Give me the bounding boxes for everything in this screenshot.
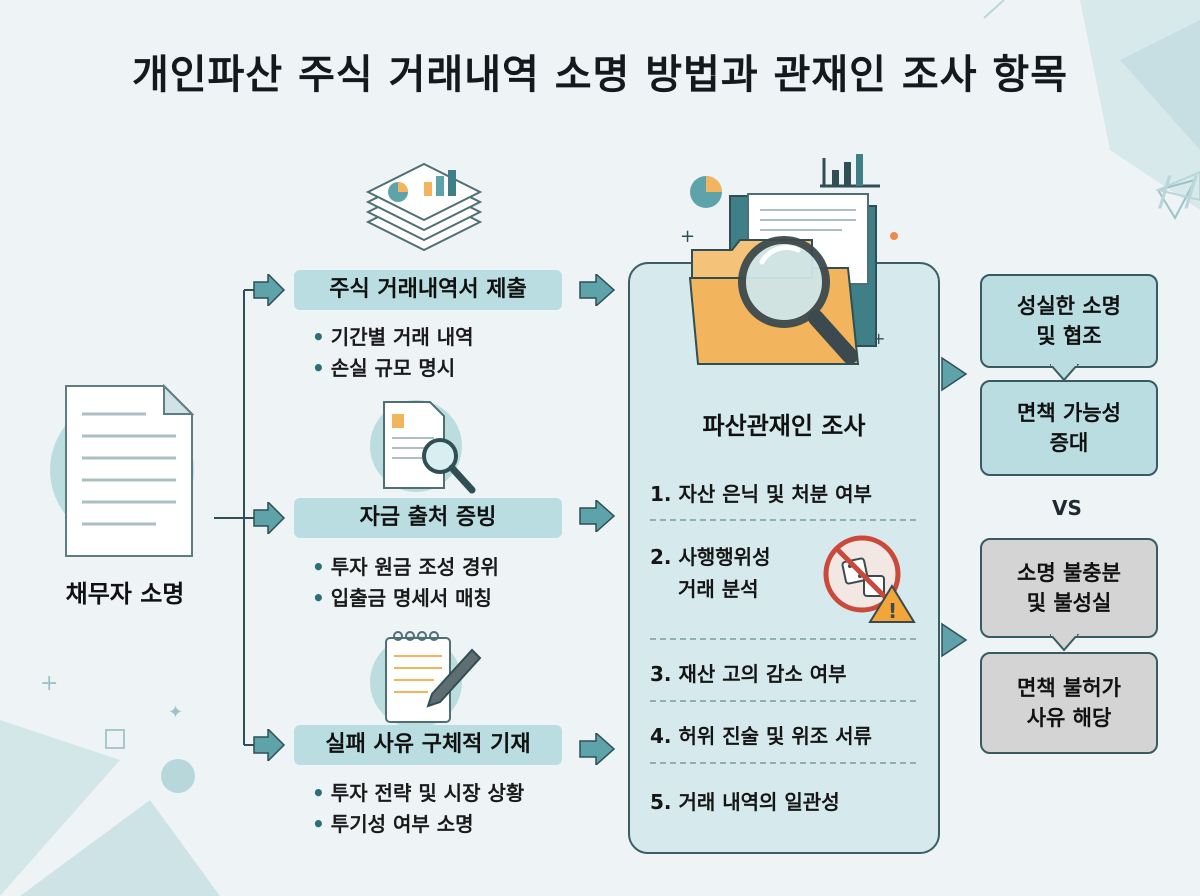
bad-result-line-2: 사유 해당 (1026, 706, 1112, 730)
investigation-item-5: 5. 거래 내역의 일관성 (650, 790, 840, 814)
folder-magnifier-icon: + + (680, 154, 898, 365)
bullet-item: •기간별 거래 내역 (312, 325, 474, 349)
branch-heading-2: 자금 출처 증빙 (294, 498, 562, 538)
good-result-line-1: 면책 가능성 (1017, 401, 1121, 425)
document-magnifier-icon (370, 400, 476, 494)
good-line-1: 성실한 소명 (1017, 294, 1121, 318)
bg-cross: + (40, 671, 58, 696)
investigation-item-4: 4. 허위 진술 및 위조 서류 (650, 724, 872, 748)
bad-line-2: 및 불성실 (1026, 591, 1112, 615)
bg-chevrons (1154, 170, 1200, 202)
arrow-branch-1 (253, 274, 286, 306)
arrow-to-panel-1 (579, 274, 616, 306)
branch-heading-1: 주식 거래내역서 제출 (294, 270, 562, 310)
debtor-label: 채무자 소명 (65, 580, 185, 608)
bullet-item: •투자 원금 조성 경위 (312, 555, 499, 579)
divider (650, 700, 916, 702)
document-icon (50, 383, 195, 557)
bg-triangle-bottom-left-2 (20, 800, 220, 896)
good-line-2: 및 협조 (1036, 324, 1102, 348)
no-gambling-icon: ! (823, 535, 916, 623)
svg-text:!: ! (888, 599, 897, 623)
branch-bullets-2: •투자 원금 조성 경위 •입출금 명세서 매칭 (312, 552, 499, 614)
investigation-item-2: 2. 사행행위성 (650, 545, 771, 569)
branch-heading-3: 실패 사유 구체적 기재 (294, 725, 562, 765)
bullet-item: •손실 규모 명시 (312, 356, 456, 380)
divider (650, 519, 916, 521)
bullet-item: •입출금 명세서 매칭 (312, 586, 492, 610)
investigation-heading: 파산관재인 조사 (702, 412, 866, 440)
bg-square (105, 729, 125, 749)
bg-diag-lines: / / / (1158, 169, 1200, 215)
arrow-to-good-outcome (941, 356, 968, 392)
branch-bullets-3: •투자 전략 및 시장 상황 •투기성 여부 소명 (312, 778, 524, 840)
arrow-to-panel-2 (579, 500, 616, 532)
bad-line-1: 소명 불충분 (1017, 561, 1121, 585)
bg-triangle-outline (1156, 178, 1197, 221)
vs-label: VS (1052, 496, 1082, 520)
arrow-to-panel-3 (579, 733, 616, 765)
investigation-item-1: 1. 자산 은닉 및 처분 여부 (650, 482, 872, 506)
bg-triangle-top-right-2 (1120, 20, 1200, 150)
svg-text:+: + (680, 226, 695, 247)
speech-pointer (1050, 364, 1080, 382)
report-stack-icon (365, 162, 483, 252)
investigation-item-2-cont: 거래 분석 (678, 577, 759, 601)
divider (650, 638, 916, 640)
bad-result-line-1: 면책 불허가 (1017, 676, 1121, 700)
page-title: 개인파산 주식 거래내역 소명 방법과 관재인 조사 항목 (131, 52, 1069, 98)
speech-pointer (1050, 634, 1080, 652)
bullet-item: •투자 전략 및 시장 상황 (312, 781, 525, 805)
investigation-item-3: 3. 재산 고의 감소 여부 (650, 662, 847, 686)
bg-line (983, 0, 1005, 19)
branch-bullets-1: •기간별 거래 내역 •손실 규모 명시 (312, 322, 474, 384)
notepad-pen-icon (370, 631, 482, 728)
arrow-branch-3 (253, 729, 286, 761)
bg-triangle-bottom-left (0, 720, 120, 896)
bullet-item: •투기성 여부 소명 (312, 812, 474, 836)
bg-sparkle: ✦ (168, 702, 183, 723)
arrow-branch-2 (253, 502, 286, 534)
bg-circle (161, 759, 195, 793)
divider (650, 762, 916, 764)
arrow-to-bad-outcome (941, 622, 968, 658)
good-result-line-2: 증대 (1049, 431, 1089, 455)
